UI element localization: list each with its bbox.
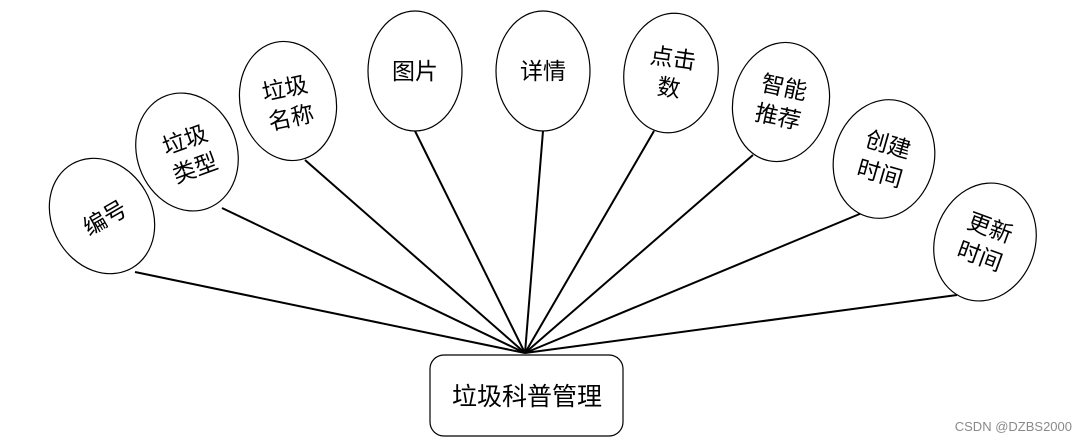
- attribute-ellipse-recommend: [731, 41, 831, 163]
- attribute-ellipse-created: [832, 99, 936, 219]
- watermark: CSDN @DZBS2000: [954, 419, 1072, 434]
- attribute-name: 垃圾名称: [238, 40, 338, 162]
- attribute-label-line: 详情: [520, 59, 566, 85]
- attribute-ellipse-detail: [495, 10, 591, 132]
- attribute-label-line: 点击: [648, 43, 697, 75]
- connector-clicks: [524, 130, 655, 354]
- connector-created: [524, 212, 863, 354]
- attribute-label-detail: 详情: [520, 59, 566, 85]
- attribute-ellipse-id: [48, 157, 156, 275]
- connector-type: [221, 207, 526, 354]
- attribute-label-clicks: 点击数: [644, 43, 697, 105]
- connector-detail: [524, 130, 544, 354]
- entity-label: 垃圾科普管理: [452, 382, 602, 411]
- attribute-ellipses: 编号垃圾类型垃圾名称图片详情点击数智能推荐创建时间更新时间: [48, 10, 1037, 302]
- attribute-id: 编号: [48, 157, 156, 275]
- attribute-updated: 更新时间: [933, 182, 1037, 302]
- attribute-label-image: 图片: [392, 59, 438, 85]
- attribute-ellipse-image: [367, 10, 463, 132]
- attribute-ellipse-type: [135, 92, 239, 212]
- attribute-clicks: 点击数: [623, 12, 719, 134]
- entity-box: [429, 354, 624, 437]
- attribute-ellipse-updated: [933, 182, 1037, 302]
- attribute-created: 创建时间: [832, 99, 936, 219]
- attribute-label-line: 图片: [392, 59, 438, 85]
- connector-image: [414, 130, 526, 354]
- connector-recommend: [524, 154, 754, 354]
- attribute-recommend: 智能推荐: [731, 41, 831, 163]
- attribute-image: 图片: [367, 10, 463, 132]
- attribute-detail: 详情: [495, 10, 591, 132]
- connector-id: [134, 271, 526, 354]
- connector-name: [304, 159, 526, 354]
- connector-lines: [134, 130, 958, 354]
- connector-updated: [524, 294, 958, 354]
- attribute-ellipse-clicks: [623, 12, 719, 134]
- attribute-ellipse-name: [238, 40, 338, 162]
- entity-node: 垃圾科普管理: [429, 354, 624, 437]
- attribute-type: 垃圾类型: [135, 92, 239, 212]
- attribute-label-line: 数: [656, 74, 682, 103]
